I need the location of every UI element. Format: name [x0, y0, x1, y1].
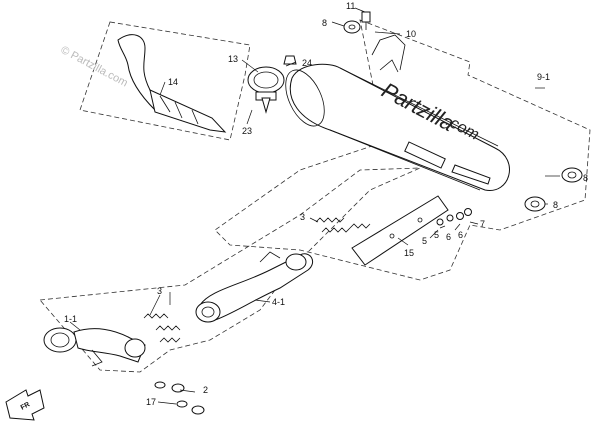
callout-17: 17	[146, 397, 156, 407]
callout-6-left: 6	[446, 232, 451, 242]
front-direction-arrow: FR	[5, 389, 45, 421]
spring-lower-c	[159, 337, 181, 343]
spring-upper-b	[321, 227, 351, 233]
bolt-top	[361, 11, 371, 30]
callout-9-1: 9-1	[537, 72, 550, 82]
front-arrow-label: FR	[20, 401, 32, 412]
callout-23: 23	[242, 126, 252, 136]
watermark-copyright: © Partzilla.com	[59, 44, 130, 89]
callout-8-right-lower: 8	[553, 200, 558, 210]
callout-11: 11	[346, 1, 355, 11]
pipe-clamp	[247, 55, 297, 114]
callout-10: 10	[406, 29, 416, 39]
callout-5-right: 5	[434, 230, 439, 240]
callout-15: 15	[404, 248, 414, 258]
spring-upper-c	[349, 223, 371, 229]
callout-5-left: 5	[422, 236, 427, 246]
rubber-grommet-right-lower	[524, 196, 546, 212]
mid-pipe-group-outline	[39, 167, 421, 373]
flange-washer-a	[154, 381, 166, 389]
callout-24: 24	[302, 58, 312, 68]
spring-lower-a	[143, 313, 169, 319]
heat-shield	[351, 195, 449, 266]
callout-8-right-upper: 8	[583, 173, 588, 183]
front-exhaust-pipe	[43, 327, 146, 367]
callout-13: 13	[228, 54, 238, 64]
callout-8-top: 8	[322, 18, 327, 28]
spring-upper-a	[315, 217, 345, 223]
flange-washer-b	[176, 400, 188, 408]
rubber-grommet-right-upper	[561, 167, 583, 183]
flange-nut-a	[171, 383, 185, 393]
callout-2: 2	[203, 385, 208, 395]
mid-pipe	[195, 251, 313, 323]
nut-washer-cluster	[436, 208, 472, 226]
spring-lower-b	[155, 325, 181, 331]
flange-nut-b	[191, 405, 205, 415]
callout-1-1: 1-1	[64, 314, 77, 324]
header-pipe-group-outline	[79, 21, 251, 141]
muffler-group-outline	[214, 19, 591, 281]
callout-3-upper: 3	[300, 212, 305, 222]
callout-6-right: 6	[458, 230, 463, 240]
rubber-grommet-top	[343, 20, 361, 34]
callout-7: 7	[480, 219, 485, 229]
callout-3-lower: 3	[157, 286, 162, 296]
callout-4-1: 4-1	[272, 297, 285, 307]
muffler	[285, 34, 510, 191]
callout-14: 14	[168, 77, 178, 87]
leader-lines	[69, 7, 560, 405]
header-pipe	[117, 34, 227, 133]
